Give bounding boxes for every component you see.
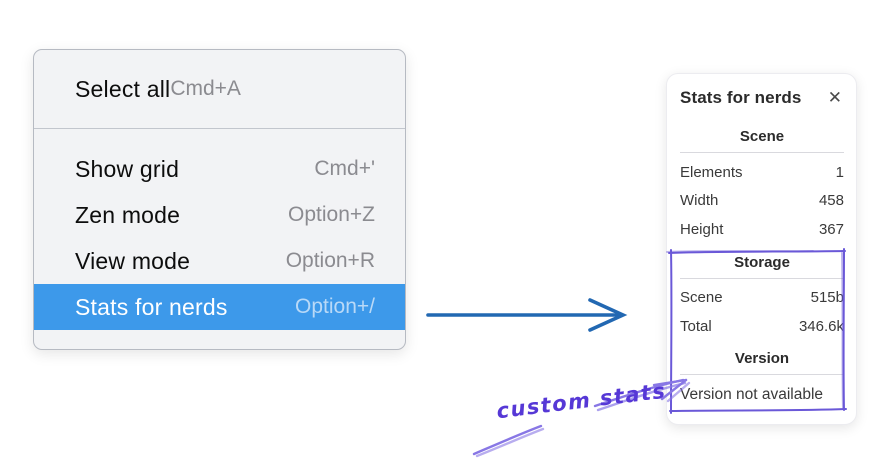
- annotation-label: custom stats: [495, 378, 668, 424]
- menu-item-zen-mode[interactable]: Zen mode Option+Z: [34, 192, 405, 238]
- menu-divider: [34, 128, 405, 129]
- stat-row-total-size: Total 346.6k: [680, 312, 844, 341]
- stat-row-elements: Elements 1: [680, 158, 844, 187]
- stats-section-version: Version Version not available: [680, 346, 844, 404]
- section-divider: [680, 277, 844, 279]
- stat-value: 1: [835, 163, 844, 181]
- menu-item-shortcut: Cmd+A: [170, 77, 241, 100]
- stat-value: 515b: [810, 289, 844, 307]
- stat-label: Total: [680, 317, 712, 335]
- stat-label: Width: [680, 192, 719, 210]
- section-title: Version: [734, 349, 790, 367]
- menu-item-label: View mode: [75, 247, 191, 274]
- menu-item-stats-for-nerds[interactable]: Stats for nerds Option+/: [34, 284, 405, 330]
- menu-item-select-all[interactable]: Select all Cmd+A: [34, 66, 271, 112]
- stat-value: 346.6k: [798, 317, 844, 335]
- menu-item-label: Show grid: [75, 155, 180, 182]
- stat-row-scene-size: Scene 515b: [680, 284, 844, 313]
- section-title: Storage: [734, 253, 790, 271]
- section-divider: [680, 152, 844, 153]
- annotation-arrow-icon: [472, 378, 691, 458]
- menu-item-shortcut: Option+R: [285, 249, 375, 272]
- menu-item-label: Select all: [75, 75, 171, 102]
- menu-item-label: Zen mode: [75, 201, 181, 228]
- stat-label: Height: [680, 220, 724, 238]
- menu-item-shortcut: Option+Z: [288, 203, 375, 226]
- section-title: Scene: [739, 128, 785, 145]
- menu-item-show-grid[interactable]: Show grid Cmd+': [34, 146, 405, 192]
- menu-item-label: Stats for nerds: [75, 293, 228, 320]
- stat-value: 458: [818, 192, 844, 210]
- stat-value: 367: [818, 220, 844, 238]
- version-status-text: Version not available: [680, 385, 824, 403]
- stats-section-scene: Scene Elements 1 Width 458 Height 367: [680, 124, 844, 244]
- stat-row-width: Width 458: [680, 187, 844, 216]
- menu-item-shortcut: Option+/: [295, 295, 375, 318]
- stats-panel: Stats for nerds ✕ Scene Elements 1 Width…: [666, 73, 857, 425]
- flow-arrow-icon: [426, 298, 628, 332]
- stat-label: Elements: [680, 163, 743, 181]
- section-divider: [680, 373, 844, 375]
- stats-panel-title: Stats for nerds: [680, 87, 802, 107]
- context-menu: Select all Cmd+A Show grid Cmd+' Zen mod…: [33, 49, 406, 350]
- stat-label: Scene: [680, 289, 723, 307]
- stats-section-storage: Storage Scene 515b Total 346.6k: [680, 250, 844, 341]
- menu-item-shortcut: Cmd+': [314, 157, 375, 180]
- menu-item-view-mode[interactable]: View mode Option+R: [34, 238, 405, 284]
- close-icon[interactable]: ✕: [827, 88, 842, 107]
- stat-row-height: Height 367: [680, 215, 844, 244]
